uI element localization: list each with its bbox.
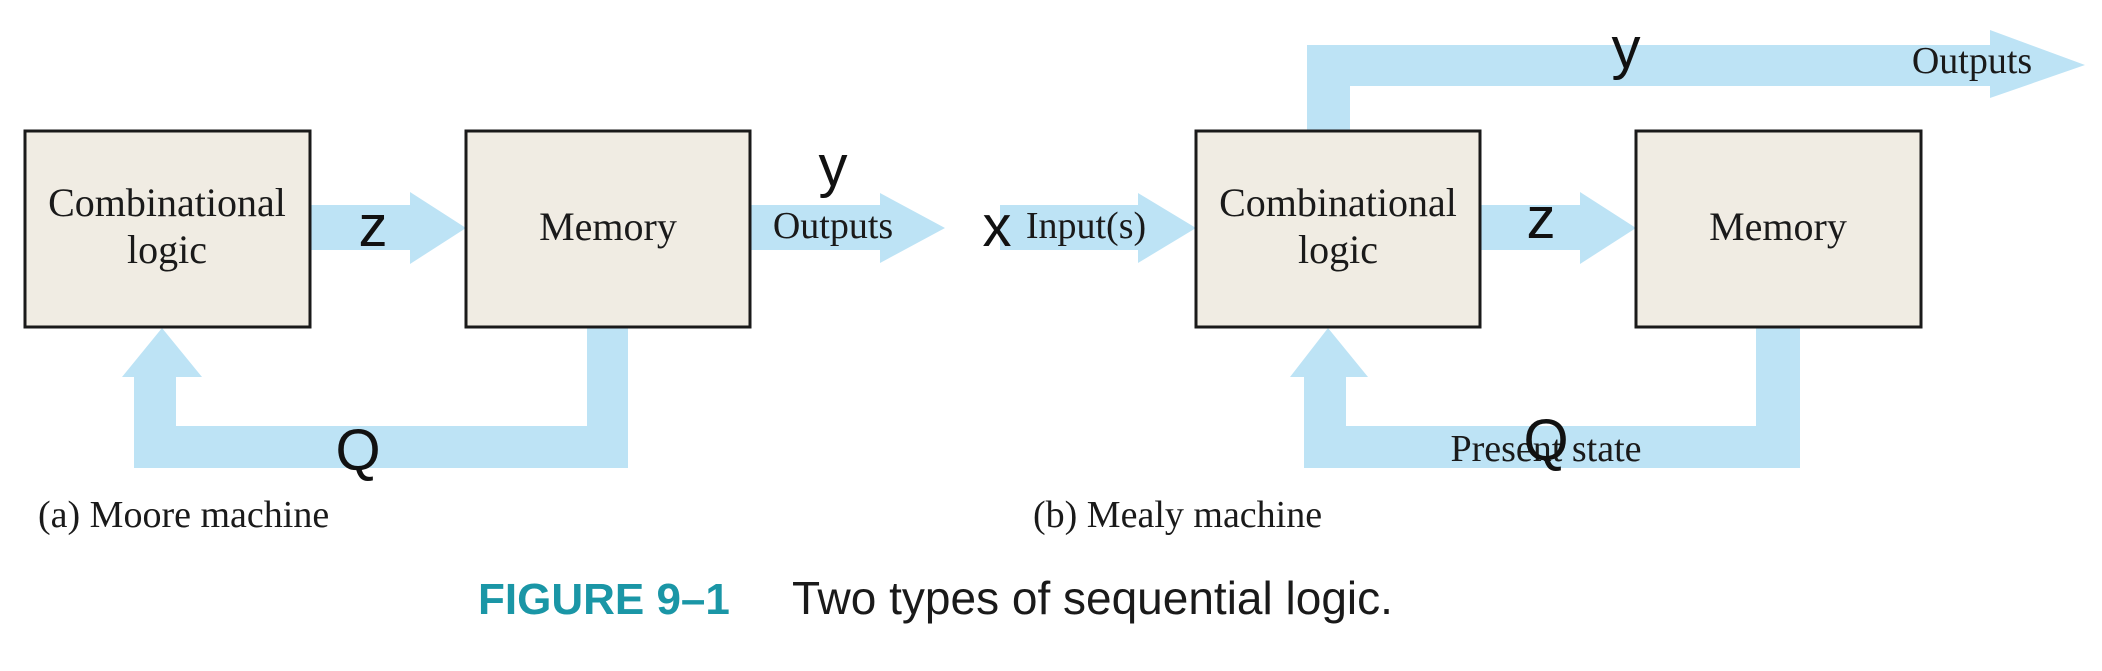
moore-machine: Combinational logic Memory z y Outputs Q… — [23, 129, 945, 536]
moore-comb-label-line1: Combinational — [48, 180, 286, 225]
mealy-y-label: y — [1612, 16, 1641, 81]
mealy-z-arrow — [1480, 192, 1636, 264]
mealy-caption: (b) Mealy machine — [1033, 494, 1322, 536]
moore-memory-box — [464, 129, 752, 329]
mealy-outputs-label: Outputs — [1912, 40, 2032, 82]
moore-z-arrow — [310, 192, 466, 264]
moore-outputs-label: Outputs — [773, 205, 893, 247]
moore-memory-label: Memory — [539, 204, 677, 249]
mealy-q-label: Q — [1523, 408, 1568, 473]
mealy-comb-label-line2: logic — [1298, 227, 1378, 272]
moore-comb-label-line2: logic — [127, 227, 207, 272]
mealy-present-state-label: Present state — [1450, 428, 1641, 470]
figure-title: Two types of sequential logic. — [792, 572, 1393, 624]
mealy-machine: Combinational logic Memory x Input(s) z … — [983, 16, 2085, 536]
mealy-z-label: z — [1527, 186, 1556, 251]
mealy-x-label: x — [983, 194, 1012, 259]
figure-caption: FIGURE 9–1 Two types of sequential logic… — [478, 572, 1393, 624]
mealy-comb-label-line1: Combinational — [1219, 180, 1457, 225]
mealy-combinational-logic-box — [1194, 129, 1482, 329]
mealy-memory-label: Memory — [1709, 204, 1847, 249]
moore-feedback-path — [122, 326, 628, 468]
moore-caption: (a) Moore machine — [38, 494, 329, 536]
moore-q-label: Q — [335, 418, 380, 483]
mealy-input-arrow — [1000, 193, 1196, 263]
moore-output-arrow — [750, 193, 945, 263]
moore-y-label: y — [819, 134, 848, 199]
mealy-memory-box — [1634, 129, 1923, 329]
moore-combinational-logic-box — [23, 129, 312, 329]
mealy-feedback-path — [1290, 326, 1800, 468]
mealy-output-arrow — [1307, 30, 2085, 131]
mealy-inputs-label: Input(s) — [1026, 205, 1146, 247]
moore-z-label: z — [359, 194, 388, 259]
figure-number: FIGURE 9–1 — [478, 575, 730, 624]
